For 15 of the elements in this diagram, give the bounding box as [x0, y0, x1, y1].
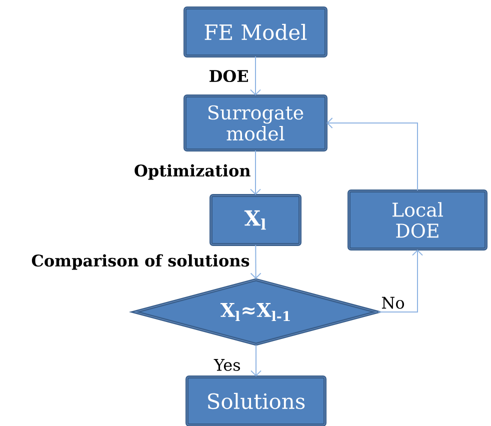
arrow — [250, 150, 261, 195]
edge-label: Optimization — [132, 163, 252, 181]
edge-label: DOE — [208, 68, 250, 84]
arrow — [326, 118, 418, 191]
arrow — [250, 56, 261, 96]
process-box: FE Model — [184, 6, 328, 58]
edge-label: Yes — [212, 358, 242, 372]
arrow — [378, 250, 423, 312]
edge-label: Comparison of solutions — [30, 253, 251, 271]
process-box: Surrogate model — [184, 94, 328, 152]
process-box: Local DOE — [348, 190, 488, 250]
arrow — [250, 244, 262, 279]
process-box: Solutions — [186, 376, 326, 426]
arrow — [250, 344, 262, 376]
process-box: X$_{l}$ — [210, 194, 302, 246]
